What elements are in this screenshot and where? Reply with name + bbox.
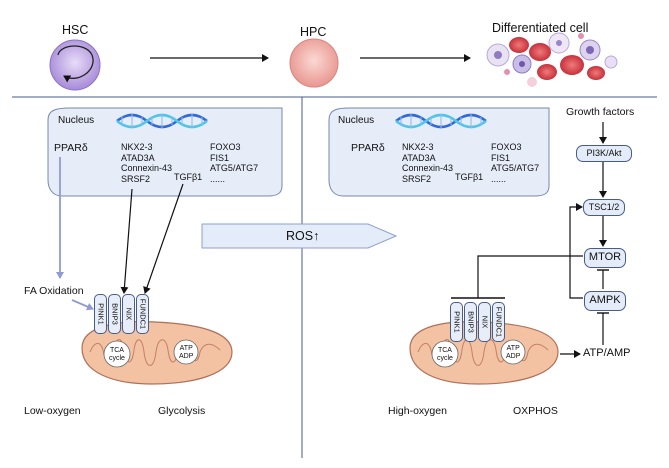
gene-fis1: FIS1 — [491, 152, 511, 163]
gene-atad3a: ATAD3A — [402, 152, 436, 163]
pi3k-akt-box: PI3K/Akt — [576, 145, 632, 162]
atpamp-inhibits-ampk — [597, 312, 609, 345]
left-nucleus-panel — [47, 107, 283, 197]
gene-nkx2-3: NKX2-3 — [402, 142, 434, 152]
protein-bnip3-right: BNIP3 — [464, 302, 477, 342]
right-tgfb1-label: TGFβ1 — [455, 172, 484, 182]
gene-fis1: FIS1 — [210, 152, 230, 163]
gene-atg5-atg7: ATG5/ATG7 — [491, 163, 540, 173]
high-oxygen-label: High-oxygen — [388, 405, 447, 417]
ampk-to-tsc-arrow — [569, 203, 583, 299]
tgf-to-bnip3-arrow — [143, 183, 184, 294]
gene-ellipsis: ...... — [210, 173, 226, 184]
protein-fundc1-left: FUNDC1 — [136, 294, 149, 334]
protein-pink1-left: PINK1 — [94, 294, 107, 334]
hsc-cell — [49, 39, 101, 91]
gene-atad3a: ATAD3A — [121, 152, 155, 163]
gene-connexin-43: Connexin-43 — [121, 163, 173, 173]
right-gene-list-2: FOXO3 FIS1 ATG5/ATG7 ...... — [491, 142, 539, 184]
low-oxygen-label: Low-oxygen — [24, 405, 81, 417]
left-tca-label: TCA cycle — [109, 347, 125, 362]
ampk-box: AMPK — [584, 291, 626, 311]
gene-foxo3: FOXO3 — [491, 142, 522, 152]
protein-nix-left: NIX — [122, 294, 135, 334]
right-ppar-label: PPARδ — [351, 142, 385, 154]
growth-factors-label: Growth factors — [566, 106, 635, 118]
protein-bnip3-left: BNIP3 — [108, 294, 121, 334]
protein-fundc1-right: FUNDC1 — [492, 302, 505, 342]
right-nucleus-label: Nucleus — [338, 115, 375, 126]
left-dna-helix — [116, 113, 208, 129]
fa-oxidation-label: FA Oxidation — [24, 285, 84, 297]
fa-to-pink1-arrow — [71, 299, 94, 311]
left-gene-list-1: NKX2-3 ATAD3A Connexin-43 SRSF2 — [121, 142, 172, 184]
tsc1-2-box: TSC1/2 — [583, 199, 625, 216]
hpc-label: HPC — [300, 25, 327, 39]
gene-atg5-atg7: ATG5/ATG7 — [210, 163, 259, 173]
right-nucleus-panel — [328, 107, 550, 197]
gene-srsf2: SRSF2 — [121, 173, 151, 184]
gene-connexin-43: Connexin-43 — [402, 163, 454, 173]
ros-label: ROS↑ — [286, 229, 320, 243]
gene-nkx2-3: NKX2-3 — [121, 142, 153, 152]
right-gene-list-1: NKX2-3 ATAD3A Connexin-43 SRSF2 — [402, 142, 453, 184]
glycolysis-label: Glycolysis — [158, 405, 206, 417]
hsc-label: HSC — [62, 23, 89, 37]
atp-amp-label: ATP/AMP — [583, 347, 631, 359]
right-atp-adp-label: ATP ADP — [506, 345, 521, 360]
mtor-box: MTOR — [584, 248, 626, 268]
left-nucleus-label: Nucleus — [58, 115, 95, 126]
gene-ellipsis: ...... — [491, 173, 507, 184]
right-tca-label: TCA cycle — [437, 347, 453, 362]
protein-pink1-right: PINK1 — [450, 302, 463, 342]
left-gene-list-2: FOXO3 FIS1 ATG5/ATG7 ...... — [210, 142, 258, 184]
left-atp-adp-label: ATP ADP — [179, 345, 194, 360]
differentiated-cell-label: Differentiated cell — [492, 21, 589, 35]
gene-foxo3: FOXO3 — [210, 142, 241, 152]
genes-to-pink1-arrow — [120, 188, 133, 294]
gene-srsf2: SRSF2 — [402, 173, 432, 184]
differentiated-cells-cluster — [486, 32, 618, 87]
left-tgfb1-label: TGFβ1 — [174, 172, 203, 182]
hpc-cell — [289, 38, 339, 88]
ros-banner-arrow — [201, 223, 398, 249]
mtor-inhibits-mitophagy — [451, 255, 583, 299]
protein-nix-right: NIX — [478, 302, 491, 342]
left-mitochondrion — [81, 321, 233, 385]
right-dna-helix — [395, 113, 487, 129]
oxphos-label: OXPHOS — [513, 405, 558, 417]
right-mitochondrion — [409, 321, 559, 385]
left-ppar-label: PPARδ — [54, 142, 88, 154]
ampk-inhibits-mtor — [597, 269, 609, 289]
